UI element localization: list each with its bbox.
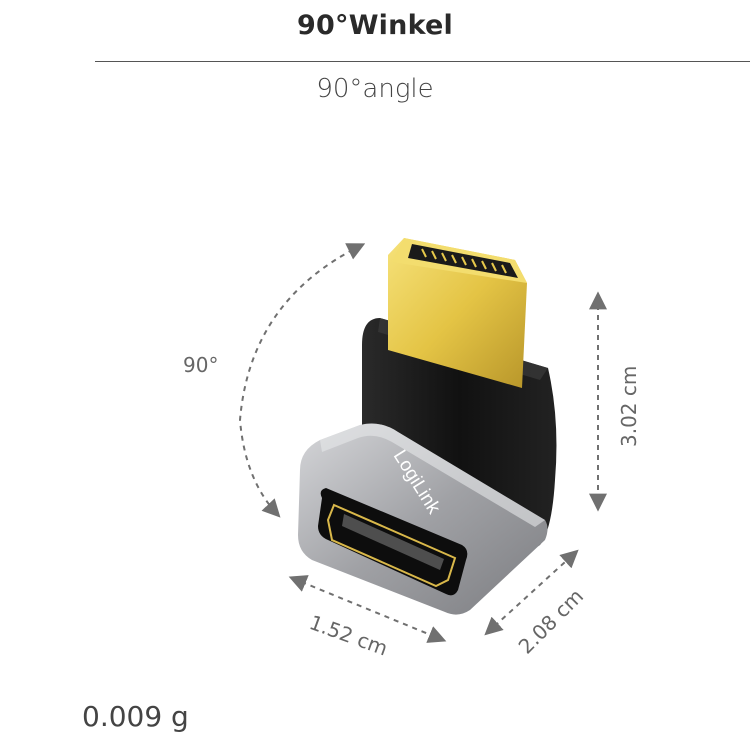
subtitle-heading: 90°angle <box>316 74 434 104</box>
title-heading: 90°Winkel <box>297 10 453 41</box>
hdmi-female-port <box>318 488 468 596</box>
depth-label: 2.08 cm <box>514 584 589 659</box>
width-arrow <box>288 575 447 643</box>
depth-arrow <box>484 549 579 636</box>
height-label: 3.02 cm <box>617 366 641 447</box>
title-divider <box>95 61 750 62</box>
weight-value: 0.009 g <box>82 700 189 733</box>
hdmi-male-plug <box>388 238 527 388</box>
width-label: 1.52 cm <box>306 610 391 660</box>
angle-label: 90° <box>183 353 218 377</box>
silver-housing <box>298 423 548 615</box>
angle-arc <box>238 243 366 518</box>
